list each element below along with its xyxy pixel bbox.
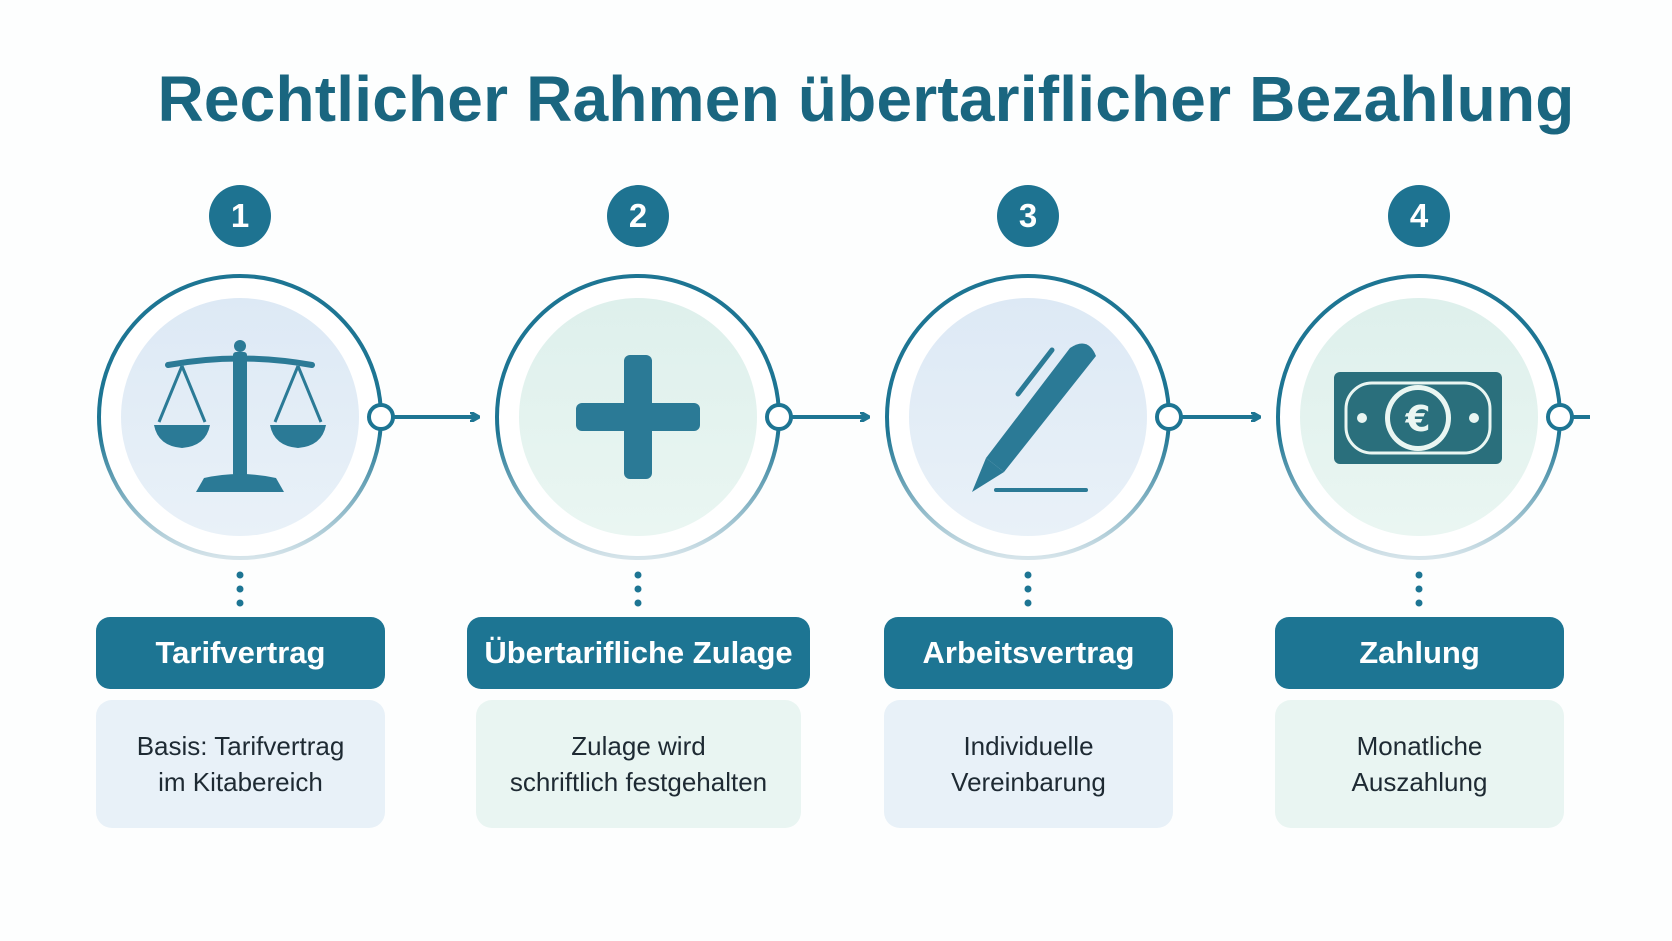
step-number-3: 3 [997, 185, 1059, 247]
step-number-1: 1 [209, 185, 271, 247]
step-label-1: Tarifvertrag [96, 617, 385, 689]
connector-end [1546, 403, 1590, 431]
plus-icon [576, 355, 700, 479]
page-title: Rechtlicher Rahmen übertariflicher Bezah… [157, 63, 1575, 135]
connector-1-2 [367, 403, 478, 431]
step-description-1: Basis: Tarifvertrag im Kitabereich [96, 700, 385, 828]
step-description-line: Vereinbarung [951, 767, 1106, 797]
step-description-2: Zulage wird schriftlich festgehalten [476, 700, 801, 828]
step-description-4: Monatliche Auszahlung [1275, 700, 1564, 828]
step-number-4: 4 [1388, 185, 1450, 247]
dotted-connector-2 [634, 571, 642, 607]
step-description-line: im Kitabereich [158, 767, 323, 797]
scales-icon [154, 340, 326, 492]
step-description-line: Basis: Tarifvertrag [136, 731, 345, 761]
connector-2-3 [765, 403, 868, 431]
step-description-line: Zulage wird [571, 731, 706, 761]
step-description-line: schriftlich festgehalten [509, 767, 768, 797]
step-label-4: Zahlung [1275, 617, 1564, 689]
connector-3-4 [1155, 403, 1259, 431]
dotted-connector-4 [1415, 571, 1423, 607]
step-number-2: 2 [607, 185, 669, 247]
step-label-2: Übertarifliche Zulage [467, 617, 810, 689]
step-description-line: Individuelle [963, 731, 1094, 761]
euro-banknote-icon: € [1334, 372, 1502, 464]
dotted-connector-1 [236, 571, 244, 607]
svg-text:€: € [1404, 399, 1430, 440]
step-description-3: Individuelle Vereinbarung [884, 700, 1173, 828]
step-description-line: Monatliche [1356, 731, 1483, 761]
step-description-line: Auszahlung [1351, 767, 1488, 797]
dotted-connector-3 [1024, 571, 1032, 607]
pen-icon [972, 343, 1096, 492]
step-label-3: Arbeitsvertrag [884, 617, 1173, 689]
